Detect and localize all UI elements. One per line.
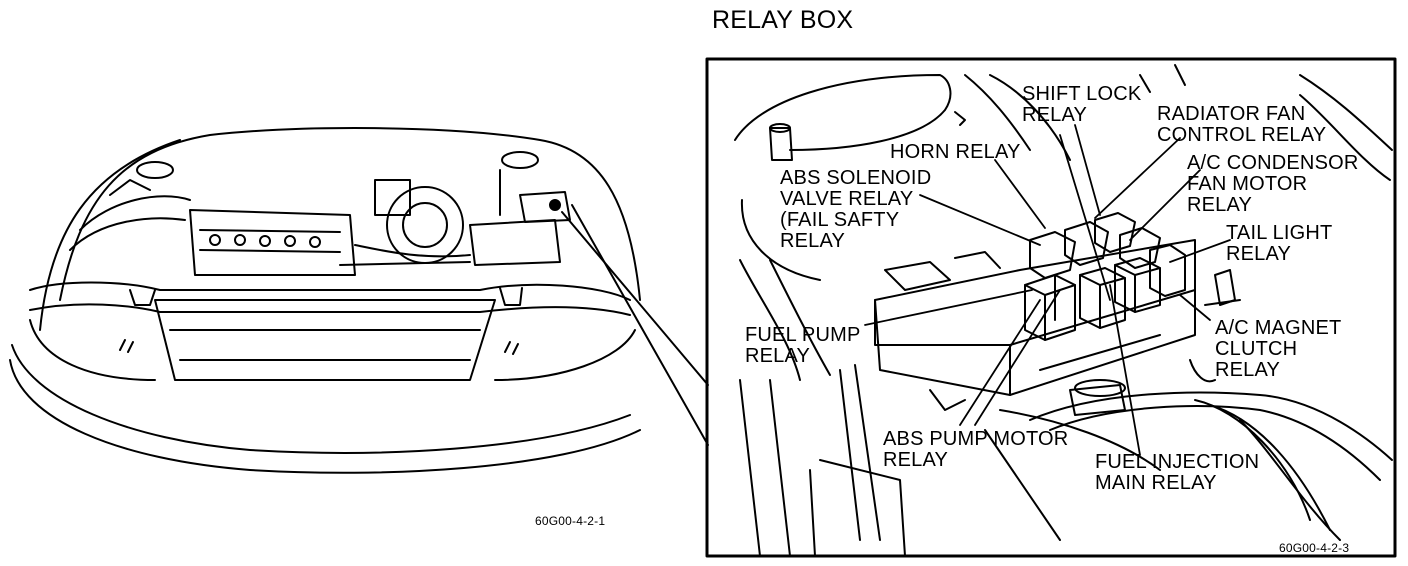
label-horn-relay: HORN RELAY (890, 141, 1021, 163)
leader-lines (864, 124, 1231, 456)
callout-pointer (561, 204, 709, 446)
car-front-illustration (9, 127, 641, 474)
relay-box-location-dot (549, 199, 561, 211)
label-abs-pump-motor-relay: ABS PUMP MOTOR RELAY (883, 428, 1069, 471)
label-ac-magnet-clutch-relay: A/C MAGNET CLUTCH RELAY (1215, 317, 1342, 381)
label-fuel-injection-main-relay: FUEL INJECTION MAIN RELAY (1095, 451, 1260, 494)
relay-box-illustration (734, 64, 1393, 557)
figure-code-left: 60G00-4-2-1 (535, 514, 606, 528)
label-radiator-fan-control-relay: RADIATOR FAN CONTROL RELAY (1157, 103, 1327, 146)
label-shift-lock-relay: SHIFT LOCK RELAY (1022, 83, 1142, 126)
label-tail-light-relay: TAIL LIGHT RELAY (1226, 222, 1333, 265)
label-fuel-pump-relay: FUEL PUMP RELAY (745, 324, 861, 367)
detail-frame (705, 57, 1397, 558)
label-ac-condensor-fan-motor-relay: A/C CONDENSOR FAN MOTOR RELAY (1187, 152, 1359, 216)
figure-code-right: 60G00-4-2-3 (1279, 541, 1350, 555)
diagram-title: RELAY BOX (712, 6, 854, 34)
label-abs-solenoid-valve-relay: ABS SOLENOID VALVE RELAY (FAIL SAFTY REL… (780, 167, 932, 252)
